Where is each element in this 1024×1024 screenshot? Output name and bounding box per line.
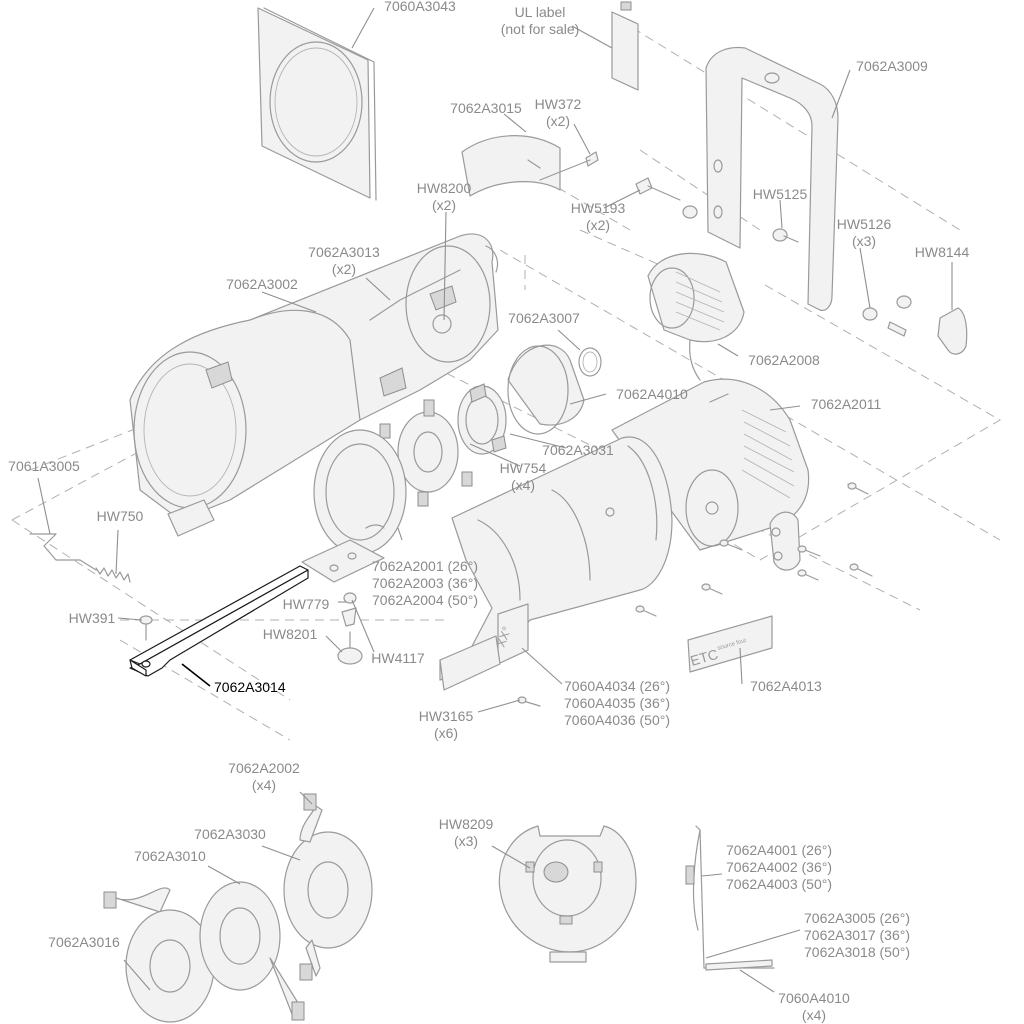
- part-7060A3043-color-frame: [257, 7, 377, 201]
- part-hw8209-gobo-holder: [498, 825, 637, 963]
- part-7062A3015-top-cover: [461, 135, 561, 197]
- label-hw8200: HW8200 (x2): [416, 180, 472, 213]
- label-7062A4013: 7062A4013: [750, 678, 822, 694]
- part-7062A2008-lamp-cap: [647, 252, 745, 381]
- part-ul-label: [611, 1, 639, 91]
- leader-7062A3014: [181, 663, 211, 687]
- part-7062A3010-shutter: [199, 881, 305, 1021]
- part-7062A2001-gate: [313, 429, 407, 555]
- label-7062A3013: 7062A3013 (x2): [308, 244, 380, 277]
- label-7062A3016: 7062A3016: [48, 934, 120, 950]
- label-hw391: HW391: [68, 610, 116, 626]
- label-hw5193: HW5193 (x2): [570, 200, 626, 233]
- part-7062A3030-shutter: [283, 793, 373, 981]
- part-hw8201-knob: [337, 631, 363, 665]
- label-7062A3002: 7062A3002: [226, 276, 298, 292]
- barrel-degree-marking: XX°: [494, 624, 514, 649]
- label-7062A2011: 7062A2011: [810, 396, 882, 412]
- part-lamp-socket-plate: [769, 511, 801, 571]
- part-7062A4013-etc-plate: ETC source four: [687, 615, 773, 673]
- part-7062A3014-slider: [129, 565, 309, 677]
- leader-lines: [37, 7, 953, 993]
- label-7062A3030: 7062A3030: [194, 826, 266, 842]
- part-7062A4010-reflector: [507, 344, 585, 435]
- label-7060A4034: 7060A4034 (26°) 7060A4035 (36°) 7060A403…: [564, 678, 671, 728]
- label-hw8209: HW8209 (x3): [438, 816, 494, 849]
- label-hw8144: HW8144: [914, 244, 970, 260]
- label-7060A3043: 7060A3043: [384, 0, 456, 14]
- label-ul-label: UL label (not for sale): [500, 4, 580, 37]
- label-7061A3005: 7061A3005: [8, 458, 80, 474]
- label-hw779: HW779: [282, 596, 330, 612]
- part-7062A3031-shutter-assembly: [379, 383, 507, 507]
- label-hw4117: HW4117: [371, 650, 425, 666]
- label-hw5126: HW5126 (x3): [836, 216, 892, 249]
- part-7060A4034-barrel: [439, 436, 673, 691]
- label-7062A3005: 7062A3005 (26°) 7062A3017 (36°) 7062A301…: [804, 910, 911, 960]
- label-hw372: HW372 (x2): [534, 96, 582, 129]
- label-7062A2001: 7062A2001 (26°) 7062A2003 (36°) 7062A200…: [372, 558, 479, 608]
- label-7062A4010: 7062A4010: [616, 386, 688, 402]
- label-7062A3015: 7062A3015: [450, 100, 522, 116]
- part-hw391-screw: [139, 615, 153, 641]
- part-7062A3007-ring: [578, 347, 602, 377]
- label-hw750: HW750: [96, 508, 144, 524]
- part-7062A4001-lens-frame: [685, 825, 775, 971]
- part-hw750-spring: [95, 567, 131, 583]
- part-hw8144-knob: [937, 307, 968, 355]
- label-7062A3007: 7062A3007: [508, 310, 580, 326]
- label-7062A3014: 7062A3014: [214, 679, 286, 695]
- part-7062A3002-housing: [129, 233, 499, 537]
- etc-logo-text: ETC: [688, 646, 719, 669]
- part-7061A3005-lever: [29, 533, 97, 571]
- label-hw754: HW754 (x4): [499, 460, 547, 493]
- label-hw3165: HW3165 (x6): [418, 708, 474, 741]
- part-7062A3016-shutter: [103, 887, 215, 1023]
- label-7062A4001: 7062A4001 (26°) 7062A4002 (36°) 7062A400…: [726, 842, 833, 892]
- part-7062A3009-yoke: [705, 46, 839, 311]
- label-7062A3031: 7062A3031: [542, 442, 614, 458]
- label-7062A2008: 7062A2008: [748, 352, 820, 368]
- part-hw779-bracket: [301, 539, 385, 627]
- label-7062A2002: 7062A2002 (x4): [228, 760, 300, 793]
- label-7062A3010: 7062A3010: [134, 848, 206, 864]
- label-7060A4010: 7060A4010 (x4): [778, 990, 850, 1023]
- label-hw8201: HW8201: [262, 626, 318, 642]
- label-hw5125: HW5125: [752, 186, 808, 202]
- label-7062A3009: 7062A3009: [856, 58, 928, 74]
